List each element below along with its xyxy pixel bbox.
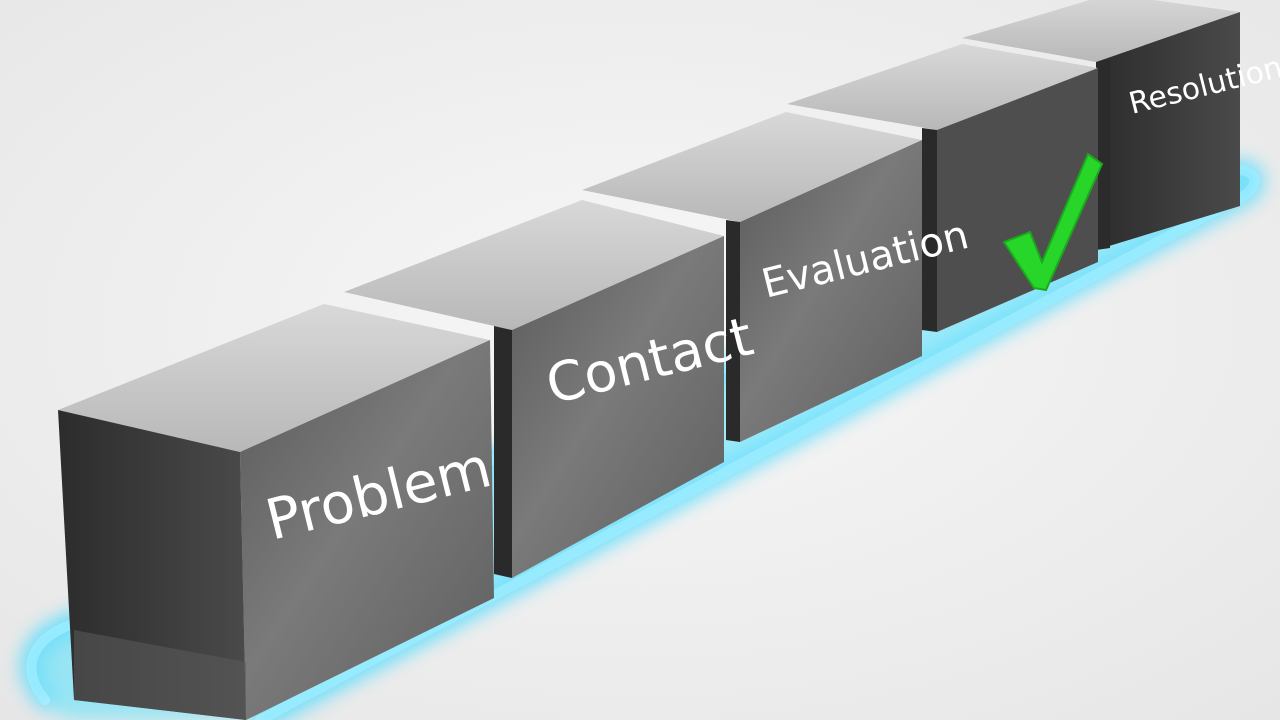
checkmark-icon <box>1002 152 1104 292</box>
step-cube-check <box>787 44 1104 332</box>
step-cube-contact: Contact <box>344 200 759 578</box>
step-cube-problem: Problem <box>58 304 498 720</box>
